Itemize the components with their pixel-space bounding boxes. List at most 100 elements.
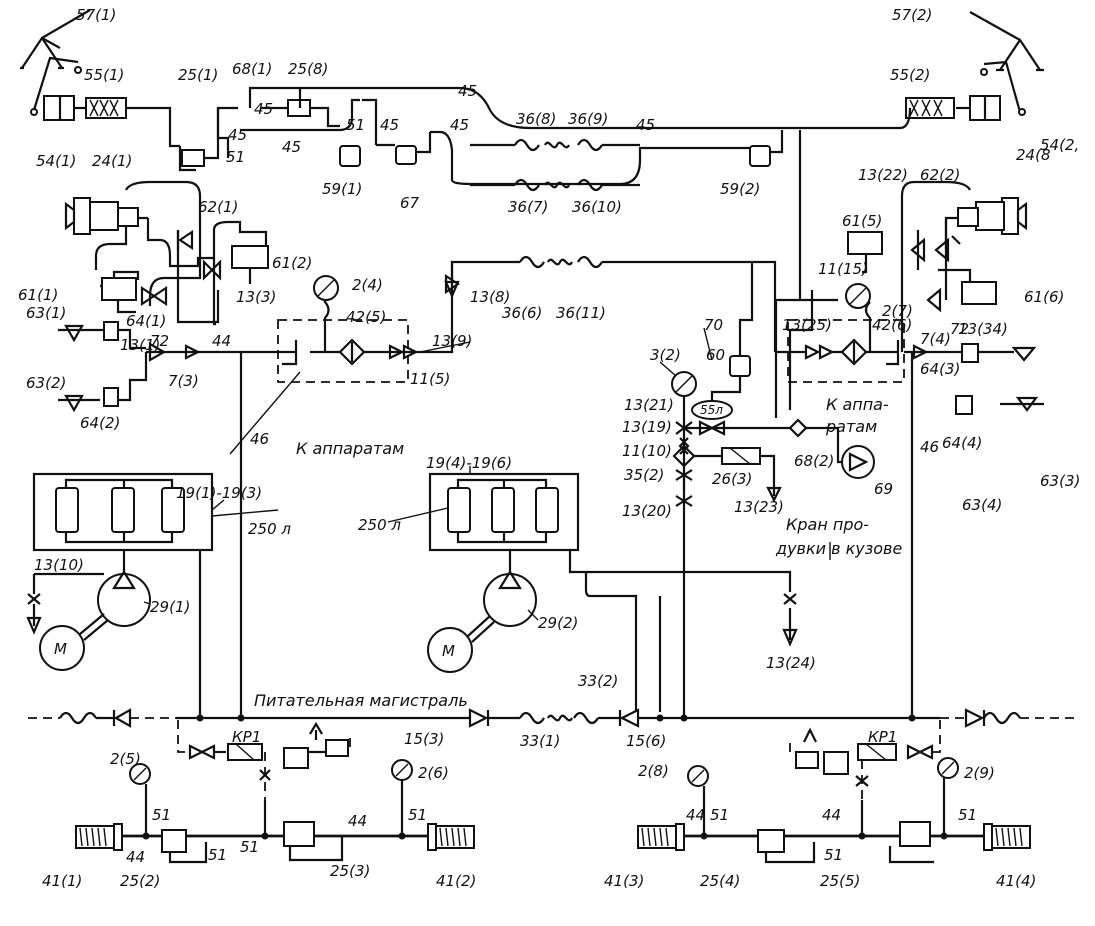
label-67: 67 bbox=[400, 194, 420, 212]
label-44: 44 bbox=[822, 806, 841, 824]
label-25-5: 25(5) bbox=[820, 872, 860, 890]
left-valves-63-64 bbox=[58, 321, 280, 413]
label-41-3: 41(3) bbox=[604, 872, 644, 890]
brake-line-left bbox=[75, 759, 475, 864]
label-25-1: 25(1) bbox=[178, 66, 218, 84]
label-63-1: 63(1) bbox=[26, 304, 66, 322]
label-13-24: 13(24) bbox=[766, 654, 816, 672]
caption-blow-valve-1: Кран про- bbox=[786, 515, 869, 534]
label-33-1: 33(1) bbox=[520, 732, 560, 750]
label-61-1: 61(1) bbox=[18, 286, 58, 304]
label-64-3: 64(3) bbox=[920, 360, 960, 378]
label-2-6: 2(6) bbox=[418, 764, 449, 782]
brake-line-right bbox=[637, 757, 1031, 864]
motor-left-label: М bbox=[54, 640, 67, 658]
label-36-11: 36(11) bbox=[556, 304, 606, 322]
label-45: 45 bbox=[450, 116, 469, 134]
label-42-6: 42(6) bbox=[872, 316, 912, 334]
label-45: 45 bbox=[458, 82, 477, 100]
label-51: 51 bbox=[824, 846, 843, 864]
label-33-2: 33(2) bbox=[578, 672, 618, 690]
label-46: 46 bbox=[250, 430, 269, 448]
label-13-3: 13(3) bbox=[236, 288, 276, 306]
reservoir-block-left bbox=[32, 472, 214, 718]
label-54-1: 54(1) bbox=[36, 152, 76, 170]
caption-to-apparatus-left: К аппаратам bbox=[296, 439, 404, 458]
label-55-2: 55(2) bbox=[890, 66, 930, 84]
label-13-10: 13(10) bbox=[34, 556, 84, 574]
label-60: 60 bbox=[706, 346, 725, 364]
label-68-1: 68(1) bbox=[232, 60, 272, 78]
caption-kr1-left: КР1 bbox=[232, 728, 261, 746]
compressor-mid bbox=[427, 569, 537, 673]
pantograph-cylinder-left bbox=[43, 95, 180, 148]
left-apparatus-block bbox=[64, 180, 269, 326]
label-36-9: 36(9) bbox=[568, 110, 608, 128]
label-19-4-6: 19(4)-19(6) bbox=[426, 454, 512, 472]
label-64-1: 64(1) bbox=[126, 312, 166, 330]
label-61-2: 61(2) bbox=[272, 254, 312, 272]
pantograph-right bbox=[969, 11, 1044, 116]
caption-kr1-right: КР1 bbox=[868, 728, 897, 746]
leader-lines bbox=[143, 327, 831, 621]
label-13-34: 13(34) bbox=[958, 320, 1008, 338]
label-13-19: 13(19) bbox=[622, 418, 672, 436]
compressor-left bbox=[26, 569, 151, 671]
label-72: 72 bbox=[950, 320, 969, 338]
pantograph-cylinder-right bbox=[905, 95, 1001, 121]
label-51: 51 bbox=[958, 806, 977, 824]
label-51: 51 bbox=[152, 806, 171, 824]
label-41-4: 41(4) bbox=[996, 872, 1036, 890]
label-44: 44 bbox=[686, 806, 705, 824]
caption-to-apparatus-right-2: ратам bbox=[825, 417, 877, 436]
label-51: 51 bbox=[346, 116, 365, 134]
label-2-4: 2(4) bbox=[352, 276, 383, 294]
label-13-25: 13(25) bbox=[782, 316, 832, 334]
label-45: 45 bbox=[636, 116, 655, 134]
label-11-5: 11(5) bbox=[410, 370, 450, 388]
label-25-3: 25(3) bbox=[330, 862, 370, 880]
label-57-2: 57(2) bbox=[892, 6, 932, 24]
label-45: 45 bbox=[380, 116, 399, 134]
caption-blow-valve-2: дувки в кузове bbox=[775, 539, 902, 558]
label-2-9: 2(9) bbox=[964, 764, 995, 782]
center-valve-cluster bbox=[671, 262, 875, 718]
pantograph-left bbox=[20, 9, 91, 116]
label-3-2: 3(2) bbox=[650, 346, 681, 364]
label-2-7: 2(7) bbox=[882, 302, 913, 320]
label-29-2: 29(2) bbox=[538, 614, 578, 632]
label-41-2: 41(2) bbox=[436, 872, 476, 890]
labels: 57(1) 55(1) 25(1) 68(1) 25(8) 45 45 45 4… bbox=[18, 6, 1080, 890]
feed-main-line bbox=[28, 708, 1080, 728]
label-36-7: 36(7) bbox=[508, 198, 548, 216]
label-25-8: 25(8) bbox=[288, 60, 328, 78]
label-13-1: 13(1) bbox=[120, 336, 160, 354]
label-41-1: 41(1) bbox=[42, 872, 82, 890]
label-42-5: 42(5) bbox=[346, 308, 386, 326]
label-11-10: 11(10) bbox=[622, 442, 672, 460]
label-11-15: 11(15) bbox=[818, 260, 868, 278]
label-59-1: 59(1) bbox=[322, 180, 362, 198]
label-36-8: 36(8) bbox=[516, 110, 556, 128]
caption-tank-55l: 55л bbox=[700, 403, 723, 417]
upper-pipe-network bbox=[178, 86, 912, 302]
label-2-8: 2(8) bbox=[638, 762, 669, 780]
label-13-9: 13(9) bbox=[432, 332, 472, 350]
label-51: 51 bbox=[408, 806, 427, 824]
label-13-23: 13(23) bbox=[734, 498, 784, 516]
label-45: 45 bbox=[228, 126, 247, 144]
label-61-5: 61(5) bbox=[842, 212, 882, 230]
label-26-3: 26(3) bbox=[712, 470, 752, 488]
label-59-2: 59(2) bbox=[720, 180, 760, 198]
label-63-2: 63(2) bbox=[26, 374, 66, 392]
label-15-6: 15(6) bbox=[626, 732, 666, 750]
label-35-2: 35(2) bbox=[624, 466, 664, 484]
label-7-4: 7(4) bbox=[920, 330, 951, 348]
label-63-4: 63(4) bbox=[962, 496, 1002, 514]
label-68-2: 68(2) bbox=[794, 452, 834, 470]
label-15-3: 15(3) bbox=[404, 730, 444, 748]
label-63-3: 63(3) bbox=[1040, 472, 1080, 490]
label-54-2: 54(2, bbox=[1040, 136, 1079, 154]
filter-assembly-42-6 bbox=[775, 283, 1044, 718]
label-36-6: 36(6) bbox=[502, 304, 542, 322]
